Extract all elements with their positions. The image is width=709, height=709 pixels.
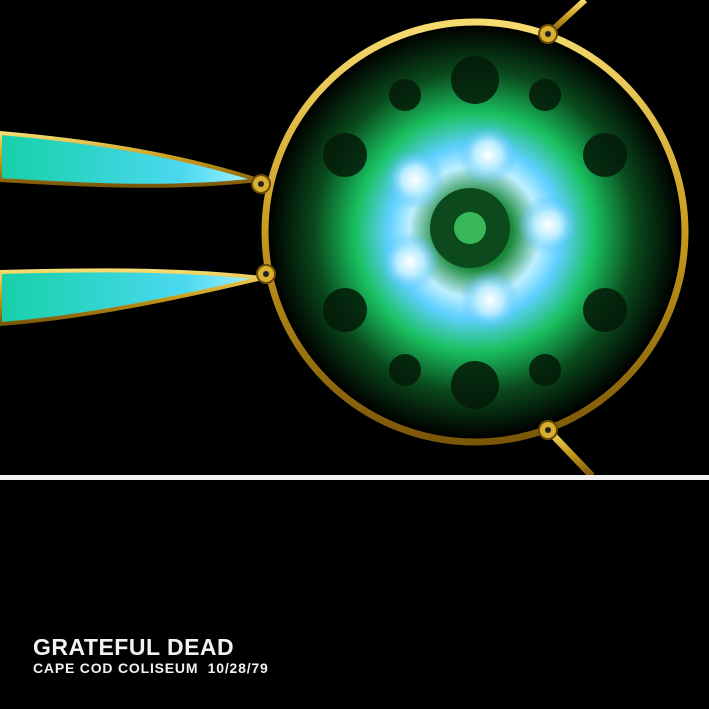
fractal-pendant-illustration (0, 0, 689, 476)
gold-joints (251, 24, 558, 440)
band-name: GRATEFUL DEAD (33, 634, 235, 660)
upper-petal (0, 130, 259, 188)
fractal-center-dot (454, 212, 486, 244)
lower-petal (0, 268, 263, 327)
lower-black-panel (0, 480, 709, 709)
cover-artwork (0, 0, 689, 476)
white-divider-bar (0, 475, 709, 480)
lower-arm (545, 427, 595, 476)
gold-ring-frame (261, 18, 689, 446)
venue-date-line: CAPE COD COLISEUM 10/28/79 (33, 660, 269, 676)
fractal-fringe (323, 56, 627, 409)
fractal-light-ring (380, 125, 578, 330)
